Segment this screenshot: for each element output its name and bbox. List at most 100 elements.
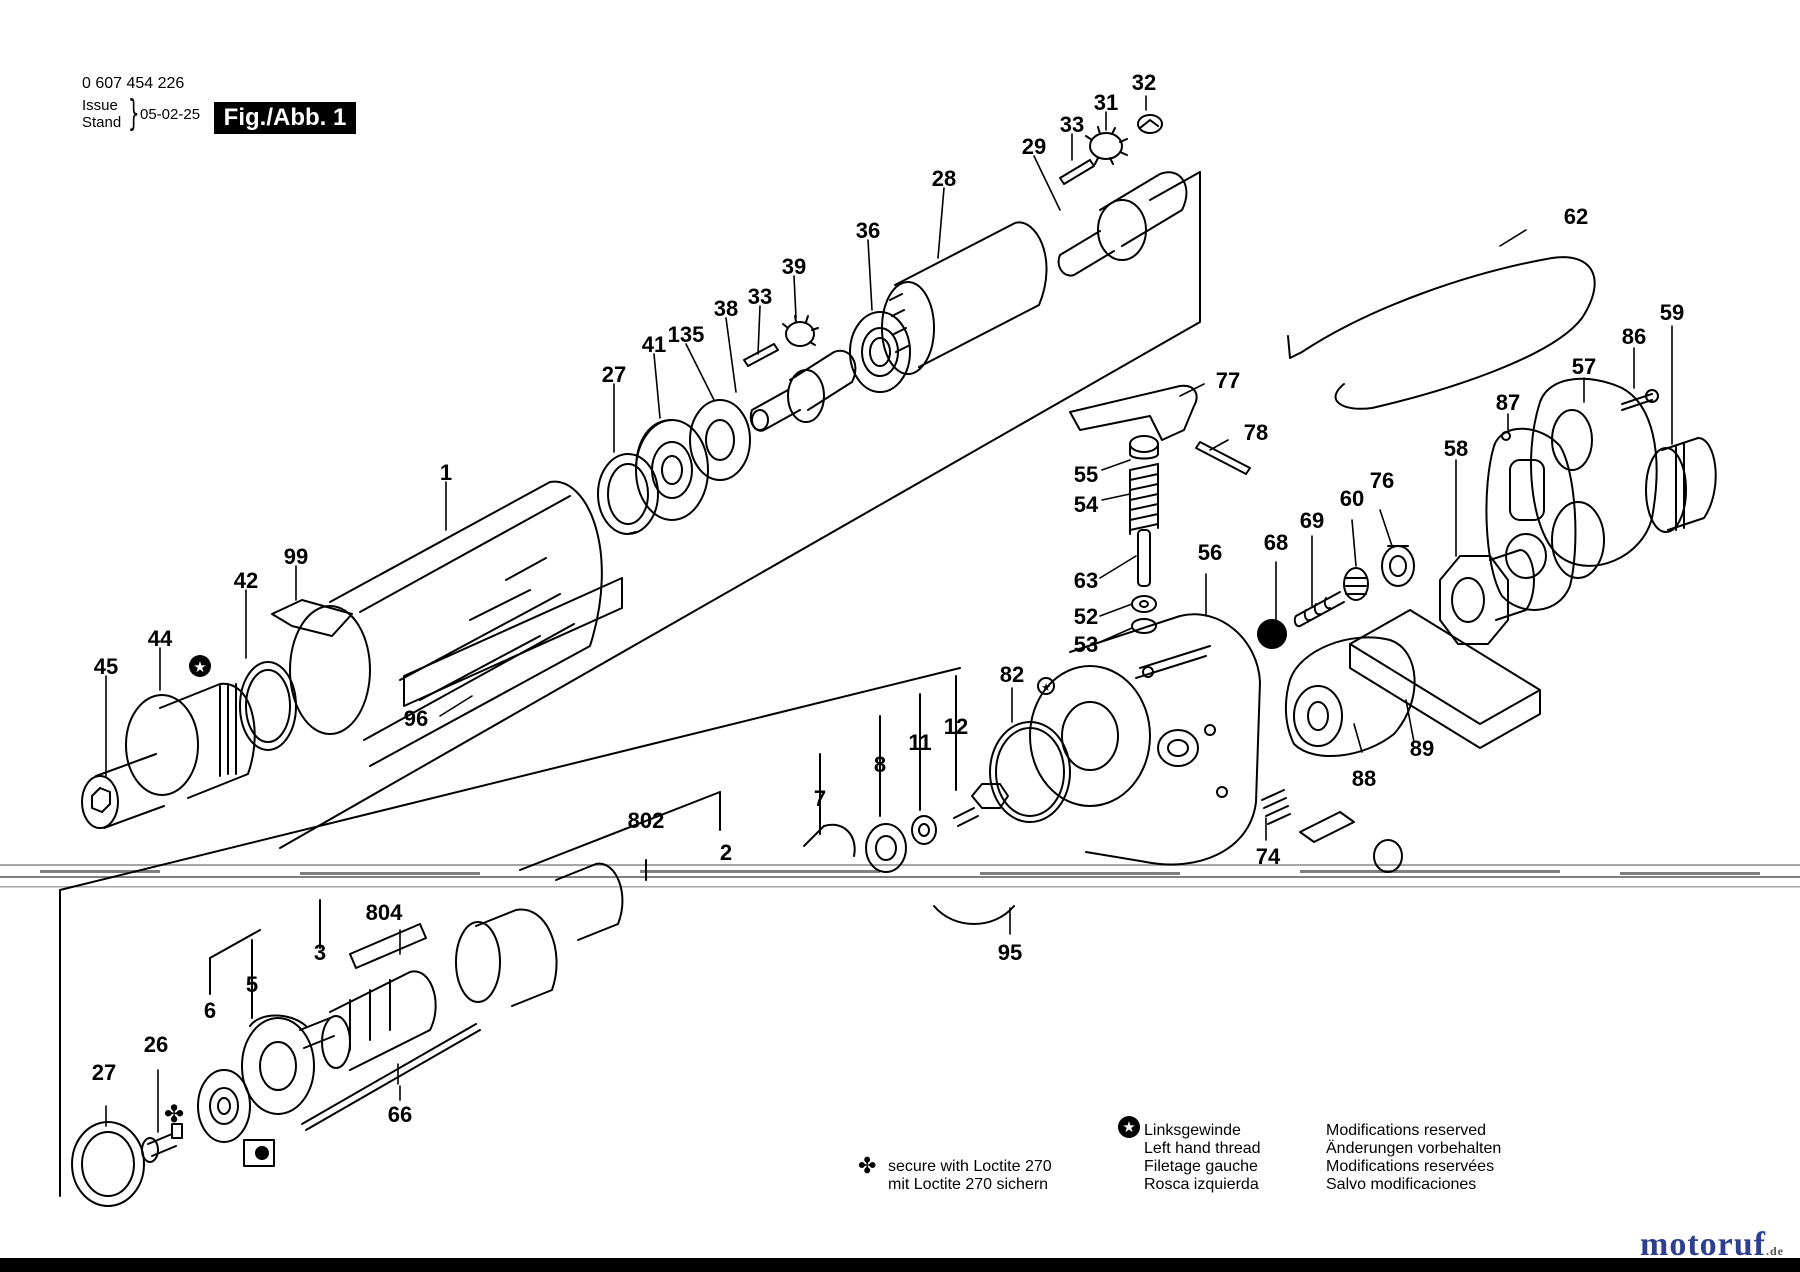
part-number-7: 7 xyxy=(814,786,826,811)
part-26-pinion xyxy=(141,1123,183,1163)
legend-mod-es: Salvo modificaciones xyxy=(1326,1176,1477,1193)
part-number-78: 78 xyxy=(1244,420,1268,445)
part-62-hex-key xyxy=(1287,256,1596,410)
legend-lht-es: Rosca izquierda xyxy=(1144,1176,1259,1193)
part-number-58: 58 xyxy=(1444,436,1468,461)
legend-mod-de: Änderungen vorbehalten xyxy=(1326,1140,1502,1157)
part-number-33b: 33 xyxy=(748,284,772,309)
part-number-74: 74 xyxy=(1256,844,1281,869)
part-8-bearing xyxy=(865,823,907,873)
part-87-gasket xyxy=(1485,427,1577,611)
part-55-button xyxy=(1129,435,1159,460)
bottom-bar xyxy=(0,1258,1800,1272)
club-icon-legend: ✤ xyxy=(858,1154,877,1179)
part-33-pin-upper xyxy=(1059,159,1095,185)
part-76-valve-seat xyxy=(1381,545,1415,587)
legend-mod-fr: Modifications reservées xyxy=(1326,1158,1495,1175)
part-28-ring-gear xyxy=(881,221,1048,375)
part-number-99: 99 xyxy=(284,544,308,569)
part-number-39: 39 xyxy=(782,254,806,279)
part-54-spring xyxy=(1129,463,1159,535)
part-82-o-ring xyxy=(989,721,1071,823)
svg-text:✤: ✤ xyxy=(164,1100,184,1128)
part-number-29: 29 xyxy=(1022,134,1046,159)
part-number-59: 59 xyxy=(1660,300,1684,325)
part-number-26: 26 xyxy=(144,1032,168,1057)
part-number-28: 28 xyxy=(932,166,956,191)
part-32-cap xyxy=(1137,114,1163,134)
part-number-60: 60 xyxy=(1340,486,1364,511)
star-circle-icon-legend: ★ xyxy=(1118,1116,1140,1138)
part-code: 0 607 454 226 xyxy=(82,75,185,92)
part-1-housing xyxy=(289,480,603,767)
part-number-68: 68 xyxy=(1264,530,1288,555)
part-number-12: 12 xyxy=(944,714,968,739)
part-6-bearing xyxy=(197,1069,251,1143)
issue-date: 05-02-25 xyxy=(140,106,201,123)
part-89-filter-pad xyxy=(1349,609,1541,749)
part-number-27a: 27 xyxy=(602,362,626,387)
part-77-lever xyxy=(1069,384,1198,441)
part-95-o-ring xyxy=(933,905,1015,925)
part-68-ball xyxy=(1257,619,1287,649)
part-5-end-plate xyxy=(241,1014,315,1115)
brand-logo: motoruf.de xyxy=(1640,1226,1784,1264)
part-86-screw xyxy=(1621,389,1659,411)
part-99-clip xyxy=(271,599,353,637)
part-74-spring xyxy=(1261,789,1403,873)
part-number-82: 82 xyxy=(1000,662,1024,687)
part-number-3: 3 xyxy=(314,940,326,965)
part-number-45: 45 xyxy=(94,654,118,679)
part-number-38: 38 xyxy=(714,296,738,321)
part-number-86: 86 xyxy=(1622,324,1646,349)
bearing-box-icon xyxy=(243,1139,275,1167)
legend-lht-fr: Filetage gauche xyxy=(1144,1158,1258,1175)
part-number-32: 32 xyxy=(1132,70,1156,95)
legend-lht-en: Left hand thread xyxy=(1144,1140,1261,1157)
part-number-77: 77 xyxy=(1216,368,1240,393)
part-number-56: 56 xyxy=(1198,540,1222,565)
part-number-69: 69 xyxy=(1300,508,1324,533)
part-31-gear xyxy=(1085,126,1128,165)
part-number-labels: 3231332928363933381354127199424445966259… xyxy=(92,70,1684,1127)
part-56-valve-body xyxy=(1029,613,1261,866)
leader-lines xyxy=(105,95,1673,1133)
part-number-62: 62 xyxy=(1564,204,1588,229)
club-icon: ✤ xyxy=(164,1100,184,1128)
part-63-pin xyxy=(1137,529,1151,587)
part-3-rotor xyxy=(299,970,437,1071)
legend-modifications: Modifications reserved Änderungen vorbeh… xyxy=(1326,1122,1501,1194)
part-2-cylinder xyxy=(455,862,624,1007)
issue-line-1: Issue xyxy=(82,97,118,114)
part-number-11: 11 xyxy=(908,730,931,755)
part-45-socket xyxy=(81,753,165,829)
brand-name: motoruf xyxy=(1640,1226,1766,1263)
part-11-washer xyxy=(911,815,937,845)
part-29-carrier xyxy=(1057,171,1188,277)
part-38-carrier xyxy=(749,349,857,432)
part-27-circlip-lower xyxy=(71,1121,145,1207)
part-number-33a: 33 xyxy=(1060,112,1084,137)
issue-label: Issue Stand xyxy=(82,97,121,131)
part-number-54: 54 xyxy=(1074,492,1099,517)
part-number-52: 52 xyxy=(1074,604,1098,629)
upper-assembly-frame xyxy=(279,171,1201,849)
part-number-63: 63 xyxy=(1074,568,1098,593)
part-96-label-strip xyxy=(403,577,623,707)
part-44-sleeve xyxy=(125,682,256,799)
legend-loctite: secure with Loctite 270 mit Loctite 270 … xyxy=(888,1158,1052,1194)
scan-noise-band xyxy=(0,864,1800,888)
part-number-57: 57 xyxy=(1572,354,1596,379)
part-66-shaft xyxy=(301,1023,481,1131)
part-number-66: 66 xyxy=(388,1102,412,1127)
part-number-804: 804 xyxy=(366,900,403,925)
part-39-gear xyxy=(782,315,819,347)
legend-mod-en: Modifications reserved xyxy=(1326,1122,1487,1139)
part-number-27b: 27 xyxy=(92,1060,116,1085)
part-number-76: 76 xyxy=(1370,468,1394,493)
part-7-cap xyxy=(803,823,856,857)
part-number-95: 95 xyxy=(998,940,1022,965)
brand-tld: .de xyxy=(1765,1244,1784,1258)
part-804-blade xyxy=(349,923,427,969)
